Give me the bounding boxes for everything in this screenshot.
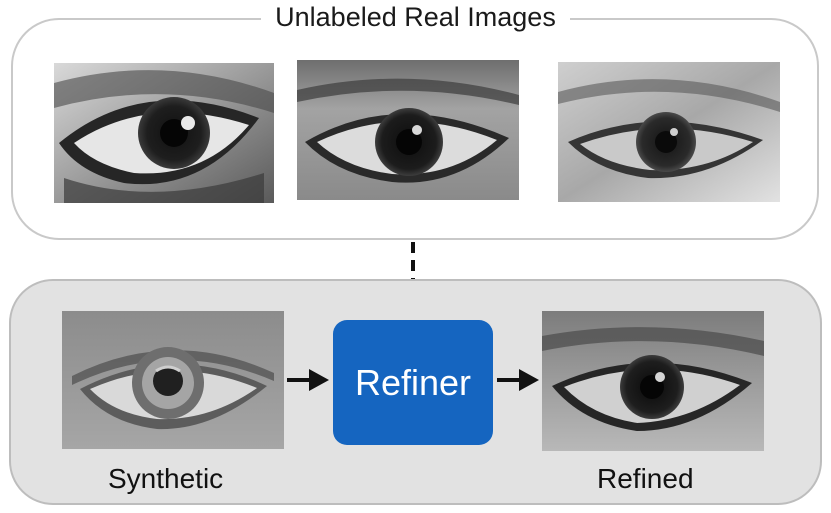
synthetic-to-refiner-arrow xyxy=(287,369,329,391)
synthetic-caption: Synthetic xyxy=(108,463,224,494)
refined-caption: Refined xyxy=(597,463,694,494)
real-eye-image-1 xyxy=(54,63,274,203)
refiner-label: Refiner xyxy=(354,361,472,403)
synthetic-eye-image xyxy=(62,311,284,449)
real-images-title: Unlabeled Real Images xyxy=(261,2,570,32)
refined-eye-image xyxy=(542,311,764,451)
refiner-to-refined-arrow xyxy=(497,369,539,391)
refiner-block: Refiner xyxy=(333,320,493,445)
real-eye-image-3 xyxy=(558,62,780,202)
real-eye-image-2 xyxy=(297,60,519,200)
